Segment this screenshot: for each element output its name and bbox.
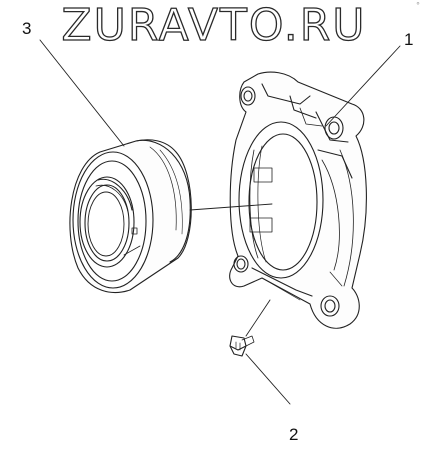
callout-label-2: 2	[289, 425, 299, 444]
callout-label-3: 3	[22, 19, 32, 38]
nipple-axis-line	[245, 299, 271, 337]
leader-line-1	[325, 45, 401, 127]
leader-lines	[39, 39, 401, 405]
leader-line-3	[39, 39, 125, 147]
leader-line-2	[245, 353, 291, 405]
grease-nipple-part	[229, 335, 255, 357]
watermark: ZURAVTO.RU	[61, 0, 367, 51]
callout-label-1: 1	[404, 30, 414, 49]
corner-mark: °	[416, 1, 420, 10]
assembly-axis-line	[189, 203, 273, 211]
bearing-housing-part	[229, 71, 367, 329]
bearing-part	[69, 139, 192, 293]
